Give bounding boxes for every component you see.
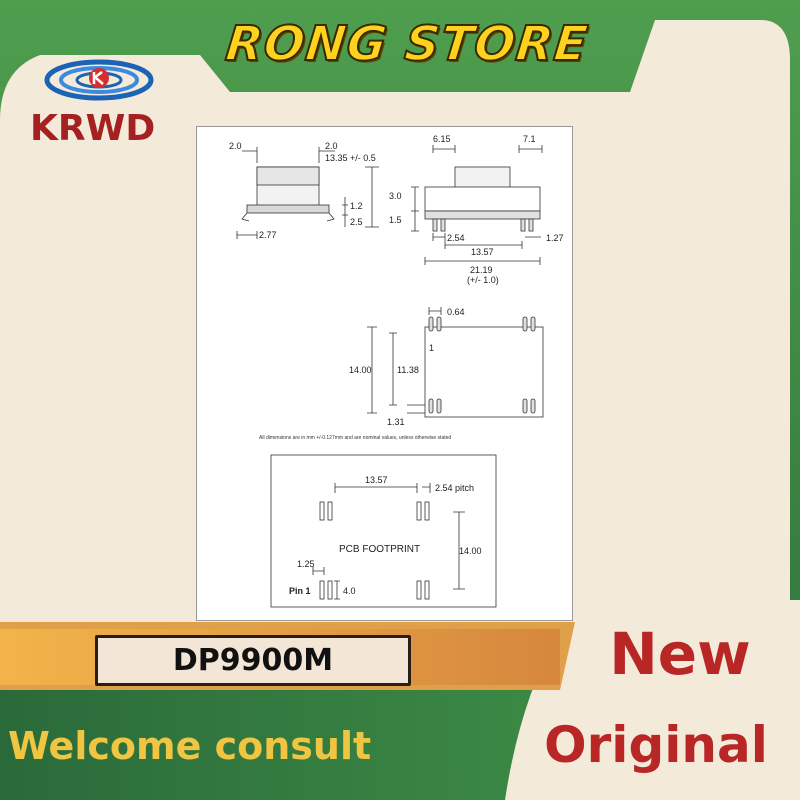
front-dim-total: 21.19 bbox=[470, 265, 493, 275]
product-model: DP9900M bbox=[95, 635, 411, 686]
footprint-dim-span: 13.57 bbox=[365, 475, 388, 485]
side-dim-pin-b: 2.5 bbox=[350, 217, 363, 227]
footprint-dim-height: 14.00 bbox=[459, 546, 482, 556]
top-pin-one-label: 1 bbox=[429, 343, 434, 353]
original-badge: Original bbox=[544, 716, 768, 774]
front-dim-tolerance: (+/- 1.0) bbox=[467, 275, 499, 285]
store-title: RONG STORE bbox=[222, 15, 592, 73]
logo-swoosh-icon bbox=[44, 59, 154, 101]
footprint-dim-pad-height: 4.0 bbox=[343, 586, 356, 596]
krwd-logo bbox=[44, 50, 154, 115]
footprint-dim-pitch: 2.54 pitch bbox=[435, 483, 474, 493]
front-dim-inner: 13.57 bbox=[471, 247, 494, 257]
side-dim-height: 13.35 +/- 0.5 bbox=[325, 153, 376, 163]
side-dim-foot: 2.77 bbox=[259, 230, 277, 240]
side-dim-pin-a: 1.2 bbox=[350, 201, 363, 211]
front-dim-right: 7.1 bbox=[523, 134, 536, 144]
dimension-drawing: 2.0 2.0 13.35 +/- 0.5 1.2 2.5 2.77 6.15 … bbox=[229, 134, 564, 608]
top-dim-inner: 11.38 bbox=[397, 365, 419, 375]
side-dim-left: 2.0 bbox=[229, 141, 242, 151]
top-dim-outer: 14.00 bbox=[349, 365, 372, 375]
side-dim-right: 2.0 bbox=[325, 141, 338, 151]
front-dim-pitch: 2.54 bbox=[447, 233, 465, 243]
welcome-text: Welcome consult bbox=[8, 724, 372, 768]
top-dim-pin-width: 0.64 bbox=[447, 307, 465, 317]
footprint-dim-pad-width: 1.25 bbox=[297, 559, 315, 569]
front-dim-pin: 1.27 bbox=[546, 233, 564, 243]
brand-name: KRWD bbox=[30, 108, 156, 149]
footprint-title: PCB FOOTPRINT bbox=[339, 544, 420, 555]
dimension-drawing-sheet: 2.0 2.0 13.35 +/- 0.5 1.2 2.5 2.77 6.15 … bbox=[196, 126, 573, 621]
front-dim-bottom: 1.5 bbox=[389, 215, 402, 225]
front-dim-left: 6.15 bbox=[433, 134, 451, 144]
footprint-pin-label: Pin 1 bbox=[289, 586, 311, 596]
dimension-note: All dimensions are in mm +/-0.127mm and … bbox=[259, 435, 451, 441]
new-badge: New bbox=[609, 620, 751, 688]
top-dim-base: 1.31 bbox=[387, 417, 405, 427]
front-dim-top: 3.0 bbox=[389, 191, 402, 201]
